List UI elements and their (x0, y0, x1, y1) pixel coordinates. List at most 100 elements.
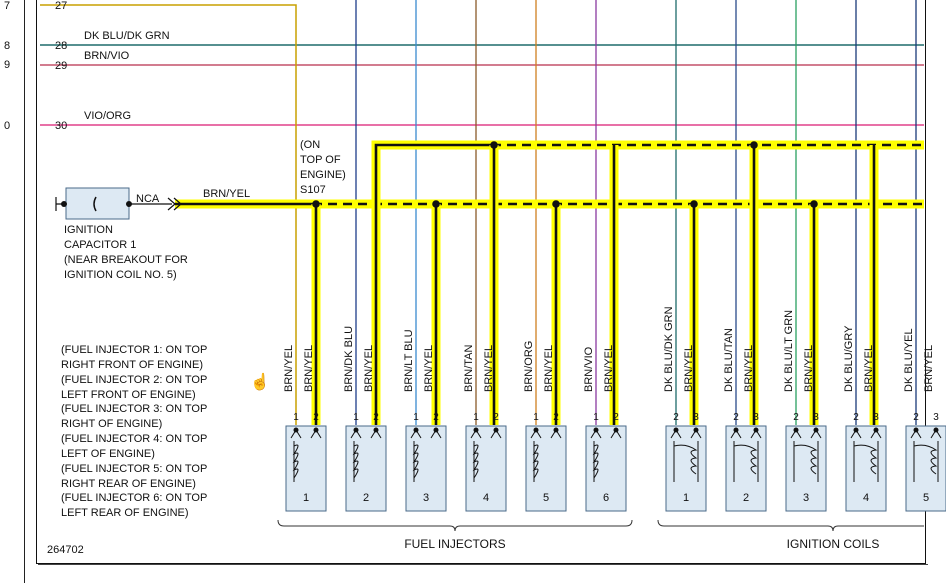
pin-wire-label: BRN/YEL (923, 345, 935, 392)
pin-wire-label: BRN/VIO (583, 346, 595, 392)
pin-wire-label: BRN/YEL (543, 345, 555, 392)
connector-pin (793, 427, 799, 433)
pin-wire-label: BRN/YEL (303, 345, 315, 392)
pin-number: 3 (753, 412, 759, 423)
pin-number: 2 (913, 412, 919, 423)
ignition-coil-4 (845, 425, 887, 512)
gutter-number: 9 (4, 59, 11, 71)
brn-yel-coil-feed (374, 143, 492, 425)
injector-note: RIGHT FRONT OF ENGINE) (61, 359, 203, 371)
component-number: 2 (363, 492, 369, 504)
connector-pin (373, 427, 379, 433)
pin-wire-label: DK BLU/YEL (903, 328, 915, 392)
connector-pin (553, 427, 559, 433)
injector-note: (FUEL INJECTOR 2: ON TOP (61, 374, 207, 386)
connector-pin (533, 427, 539, 433)
splice-dot (490, 141, 498, 149)
splice-dot (690, 200, 698, 208)
fuel-injector-5 (525, 425, 567, 512)
pin-number: 1 (533, 412, 539, 423)
pin-number: 2 (793, 412, 799, 423)
component-number: 3 (803, 492, 809, 504)
gutter-number: 8 (4, 40, 11, 52)
sheet-shadow (38, 564, 928, 573)
pin-number: 3 (873, 412, 879, 423)
pin-number: 2 (313, 412, 319, 423)
ignition-coil-1 (665, 425, 707, 512)
connector-pin (473, 427, 479, 433)
splice-label: (ON (300, 139, 320, 151)
pin-wire-label: BRN/YEL (743, 345, 755, 392)
pin-wire-label: BRN/YEL (683, 345, 695, 392)
component-body (725, 425, 767, 512)
solenoid-winding-icon (592, 441, 599, 482)
solenoid-winding-icon (472, 441, 479, 482)
component-number: 3 (423, 492, 429, 504)
component-number: 2 (743, 492, 749, 504)
component-number: 6 (603, 492, 609, 504)
gutter-number: 0 (4, 120, 11, 132)
pin-wire-label: BRN/DK BLU (343, 326, 355, 392)
pin-wire-label: BRN/TAN (463, 344, 475, 392)
pin-number: 3 (933, 412, 939, 423)
injector-note: LEFT REAR OF ENGINE) (61, 507, 189, 519)
pin-number: 2 (493, 412, 499, 423)
component-body (285, 425, 327, 512)
injector-note: LEFT OF ENGINE) (61, 448, 155, 460)
pin-number: 3 (813, 412, 819, 423)
pin-number: 1 (293, 412, 299, 423)
component-number: 5 (923, 492, 929, 504)
solenoid-winding-icon (532, 441, 539, 482)
capacitor-box (65, 187, 130, 220)
component-number: 1 (303, 492, 309, 504)
splice-dot (432, 200, 440, 208)
left-page-gutter: 7 8 9 0 (0, 0, 25, 583)
injector-note: LEFT FRONT OF ENGINE) (61, 389, 196, 401)
component-body (345, 425, 387, 512)
pin-number: 2 (673, 412, 679, 423)
connector-pin (493, 427, 499, 433)
ignition-coil-5 (905, 425, 946, 512)
wires-layer (40, 0, 924, 482)
coils-bracket (657, 519, 924, 532)
ignition-coils-label: IGNITION COILS (787, 537, 880, 551)
pin-wire-label: BRN/ORG (523, 341, 535, 392)
pin-wire-label: BRN/YEL (863, 345, 875, 392)
splice-dot (810, 200, 818, 208)
splice-dot (552, 200, 560, 208)
bus-wire-number: 27 (55, 0, 67, 12)
injectors-bracket (277, 519, 633, 532)
connector-pin (933, 427, 939, 433)
capacitor-label: CAPACITOR 1 (64, 239, 136, 251)
diagram-sheet (36, 0, 926, 564)
fuel-injector-4 (465, 425, 507, 512)
connector-pin (613, 427, 619, 433)
gutter-number: 7 (4, 0, 11, 12)
coil-winding-icon (673, 441, 699, 482)
solenoid-winding-icon (352, 441, 359, 482)
capacitor-terminal (61, 201, 67, 207)
connector-pin (593, 427, 599, 433)
pin-wire-label: DK BLU/LT GRN (783, 310, 795, 392)
component-number: 5 (543, 492, 549, 504)
connector-pin (913, 427, 919, 433)
pin-number: 1 (353, 412, 359, 423)
fuel-injectors-label: FUEL INJECTORS (404, 537, 505, 551)
splice-dot (750, 141, 758, 149)
pin-number: 1 (593, 412, 599, 423)
nca-label: NCA (136, 193, 160, 205)
pin-wire-label: BRN/YEL (803, 345, 815, 392)
pin-wire-label: BRN/YEL (283, 345, 295, 392)
connector-pin (733, 427, 739, 433)
pin-number: 2 (433, 412, 439, 423)
component-body (405, 425, 447, 512)
component-body (785, 425, 827, 512)
connector-pin (753, 427, 759, 433)
connector-pin (293, 427, 299, 433)
fuel-injector-6 (585, 425, 627, 512)
pin-number: 3 (693, 412, 699, 423)
connector-pin (813, 427, 819, 433)
splice-label: ENGINE) (300, 169, 346, 181)
capacitor-label: (NEAR BREAKOUT FOR (64, 254, 188, 266)
